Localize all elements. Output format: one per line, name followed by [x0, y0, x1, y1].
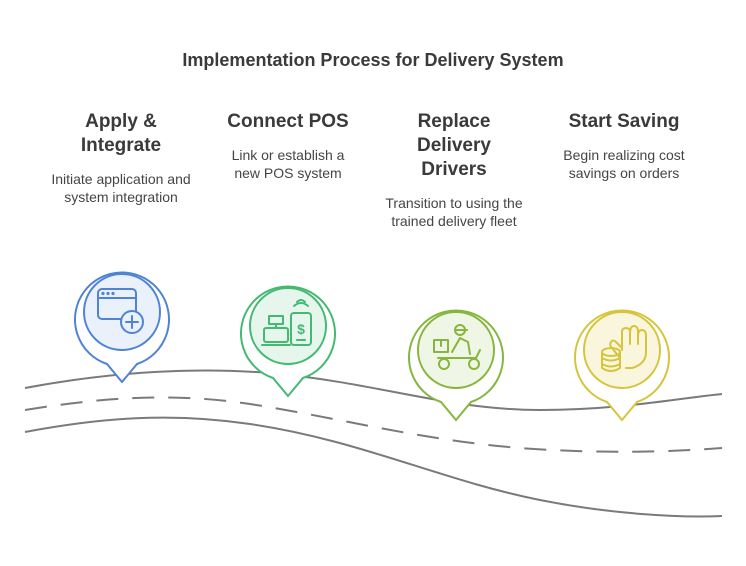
diagram-title: Implementation Process for Delivery Syst… [182, 50, 564, 70]
pin-marker-apply [74, 271, 170, 384]
pin-marker-pos: $ [240, 285, 336, 398]
svg-text:$: $ [297, 321, 305, 337]
step-description: Link or establish a new POS system [231, 147, 345, 181]
pin-marker-drivers [408, 309, 504, 422]
step-replace-drivers: Replace Delivery Drivers Transition to u… [384, 110, 524, 230]
step-title: Replace Delivery Drivers [417, 111, 491, 180]
pos-terminal-icon: $ [261, 299, 312, 346]
step-description: Transition to using the trained delivery… [385, 195, 523, 229]
pin-marker-saving [574, 309, 670, 422]
step-title: Connect POS [227, 111, 349, 132]
step-description: Initiate application and system integrat… [51, 171, 191, 205]
browser-add-icon [97, 288, 144, 334]
step-connect-pos: Connect POS Link or establish a new POS … [218, 110, 358, 182]
road-bottom-edge [24, 416, 723, 518]
step-apply-integrate: Apply & Integrate Initiate application a… [51, 110, 191, 206]
delivery-scooter-icon [433, 324, 481, 370]
road-center-line [24, 396, 723, 453]
step-title: Start Saving [568, 111, 680, 132]
coins-hand-icon [601, 325, 647, 372]
step-description: Begin realizing cost savings on orders [563, 147, 685, 181]
step-title: Apply & Integrate [80, 111, 162, 156]
step-start-saving: Start Saving Begin realizing cost saving… [554, 110, 694, 182]
